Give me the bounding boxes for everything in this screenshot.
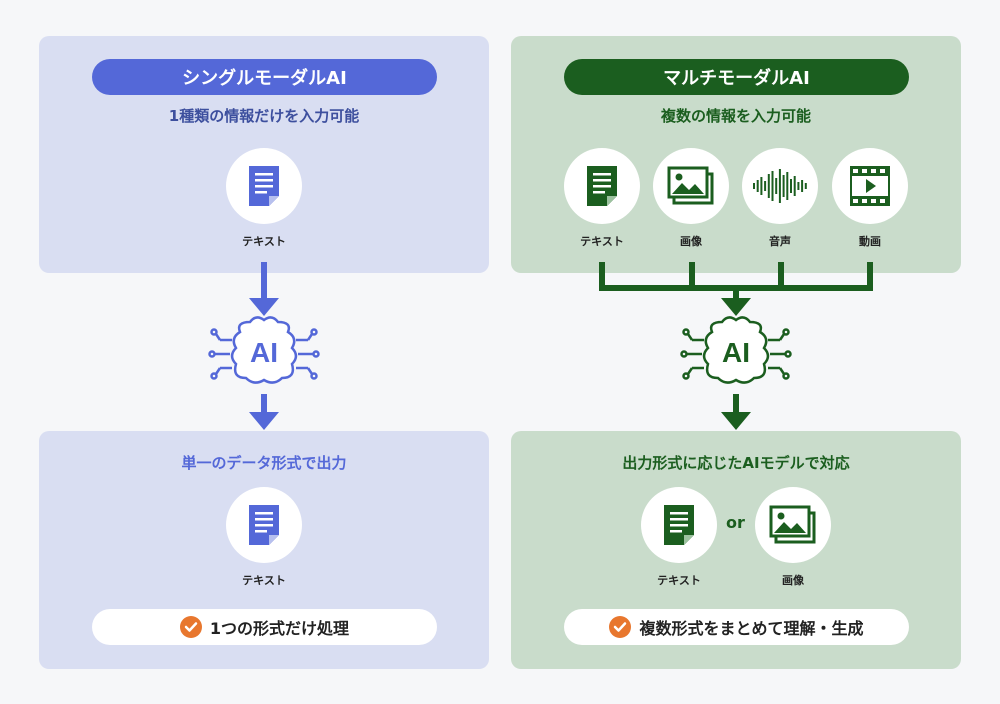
ai-chip-label: AI xyxy=(250,337,278,368)
text-input-label: テキスト xyxy=(242,235,286,248)
audio-wave-icon xyxy=(753,169,807,203)
text-input-label: テキスト xyxy=(580,235,624,248)
waveform-bar xyxy=(767,174,770,198)
text-output-label: テキスト xyxy=(657,574,701,587)
audio-input-label: 音声 xyxy=(769,235,791,248)
single-modal-title: シングルモーダルAI xyxy=(92,59,437,95)
waveform-bar xyxy=(771,171,774,201)
waveform-bar xyxy=(790,179,792,193)
or-separator: or xyxy=(726,513,745,532)
waveform-bar xyxy=(778,169,781,203)
text-output-label: テキスト xyxy=(242,574,286,587)
multi-modal-title: マルチモーダルAI xyxy=(564,59,909,95)
waveform-bar xyxy=(753,183,755,189)
waveform-bar xyxy=(760,177,763,195)
waveform-bar xyxy=(775,178,778,194)
document-icon xyxy=(249,166,279,206)
waveform-bar xyxy=(793,176,796,196)
ai-chip-icon xyxy=(208,316,320,384)
audio-input-icon-circle xyxy=(742,148,818,224)
ai-chip-label: AI xyxy=(722,337,750,368)
multi-modal-subtitle: 複数の情報を入力可能 xyxy=(660,107,811,125)
check-icon xyxy=(609,616,632,638)
left-input-arrow xyxy=(249,262,279,316)
image-input-label: 画像 xyxy=(680,235,702,248)
text-input-icon-circle xyxy=(226,148,302,224)
image-output-icon-circle xyxy=(755,487,831,563)
text-output-icon-circle xyxy=(641,487,717,563)
waveform-bar xyxy=(786,172,789,200)
waveform-bar xyxy=(797,182,800,190)
single-modal-result: 1つの形式だけ処理 xyxy=(92,609,437,645)
waveform-bar xyxy=(804,183,807,189)
image-output-label: 画像 xyxy=(782,574,804,587)
single-modal-output-title: 単一のデータ形式で出力 xyxy=(181,454,347,472)
multi-modal-output-title: 出力形式に応じたAIモデルで対応 xyxy=(622,454,850,472)
waveform-bar xyxy=(756,180,759,192)
waveform-bar xyxy=(764,181,767,191)
document-icon xyxy=(587,166,617,206)
multi-modal-result: 複数形式をまとめて理解・生成 xyxy=(564,609,909,645)
text-input-icon-circle xyxy=(564,148,640,224)
document-icon xyxy=(249,505,279,545)
image-icon xyxy=(769,505,816,544)
single-modal-result-text: 1つの形式だけ処理 xyxy=(209,619,350,638)
right-merge-connector xyxy=(599,262,873,300)
right-input-arrowhead xyxy=(721,298,751,316)
multi-modal-result-text: 複数形式をまとめて理解・生成 xyxy=(639,619,864,638)
waveform-bar xyxy=(782,175,785,197)
single-modal-subtitle: 1種類の情報だけを入力可能 xyxy=(168,107,360,125)
video-icon xyxy=(850,166,890,206)
video-input-icon-circle xyxy=(832,148,908,224)
check-icon xyxy=(179,616,202,638)
text-output-icon-circle xyxy=(226,487,302,563)
waveform-bar xyxy=(801,180,804,192)
left-output-arrow xyxy=(249,394,279,430)
document-icon xyxy=(664,505,694,545)
video-input-label: 動画 xyxy=(859,235,881,248)
ai-chip-icon xyxy=(680,316,792,384)
image-icon xyxy=(667,166,714,205)
right-output-arrow xyxy=(721,394,751,430)
image-input-icon-circle xyxy=(653,148,729,224)
